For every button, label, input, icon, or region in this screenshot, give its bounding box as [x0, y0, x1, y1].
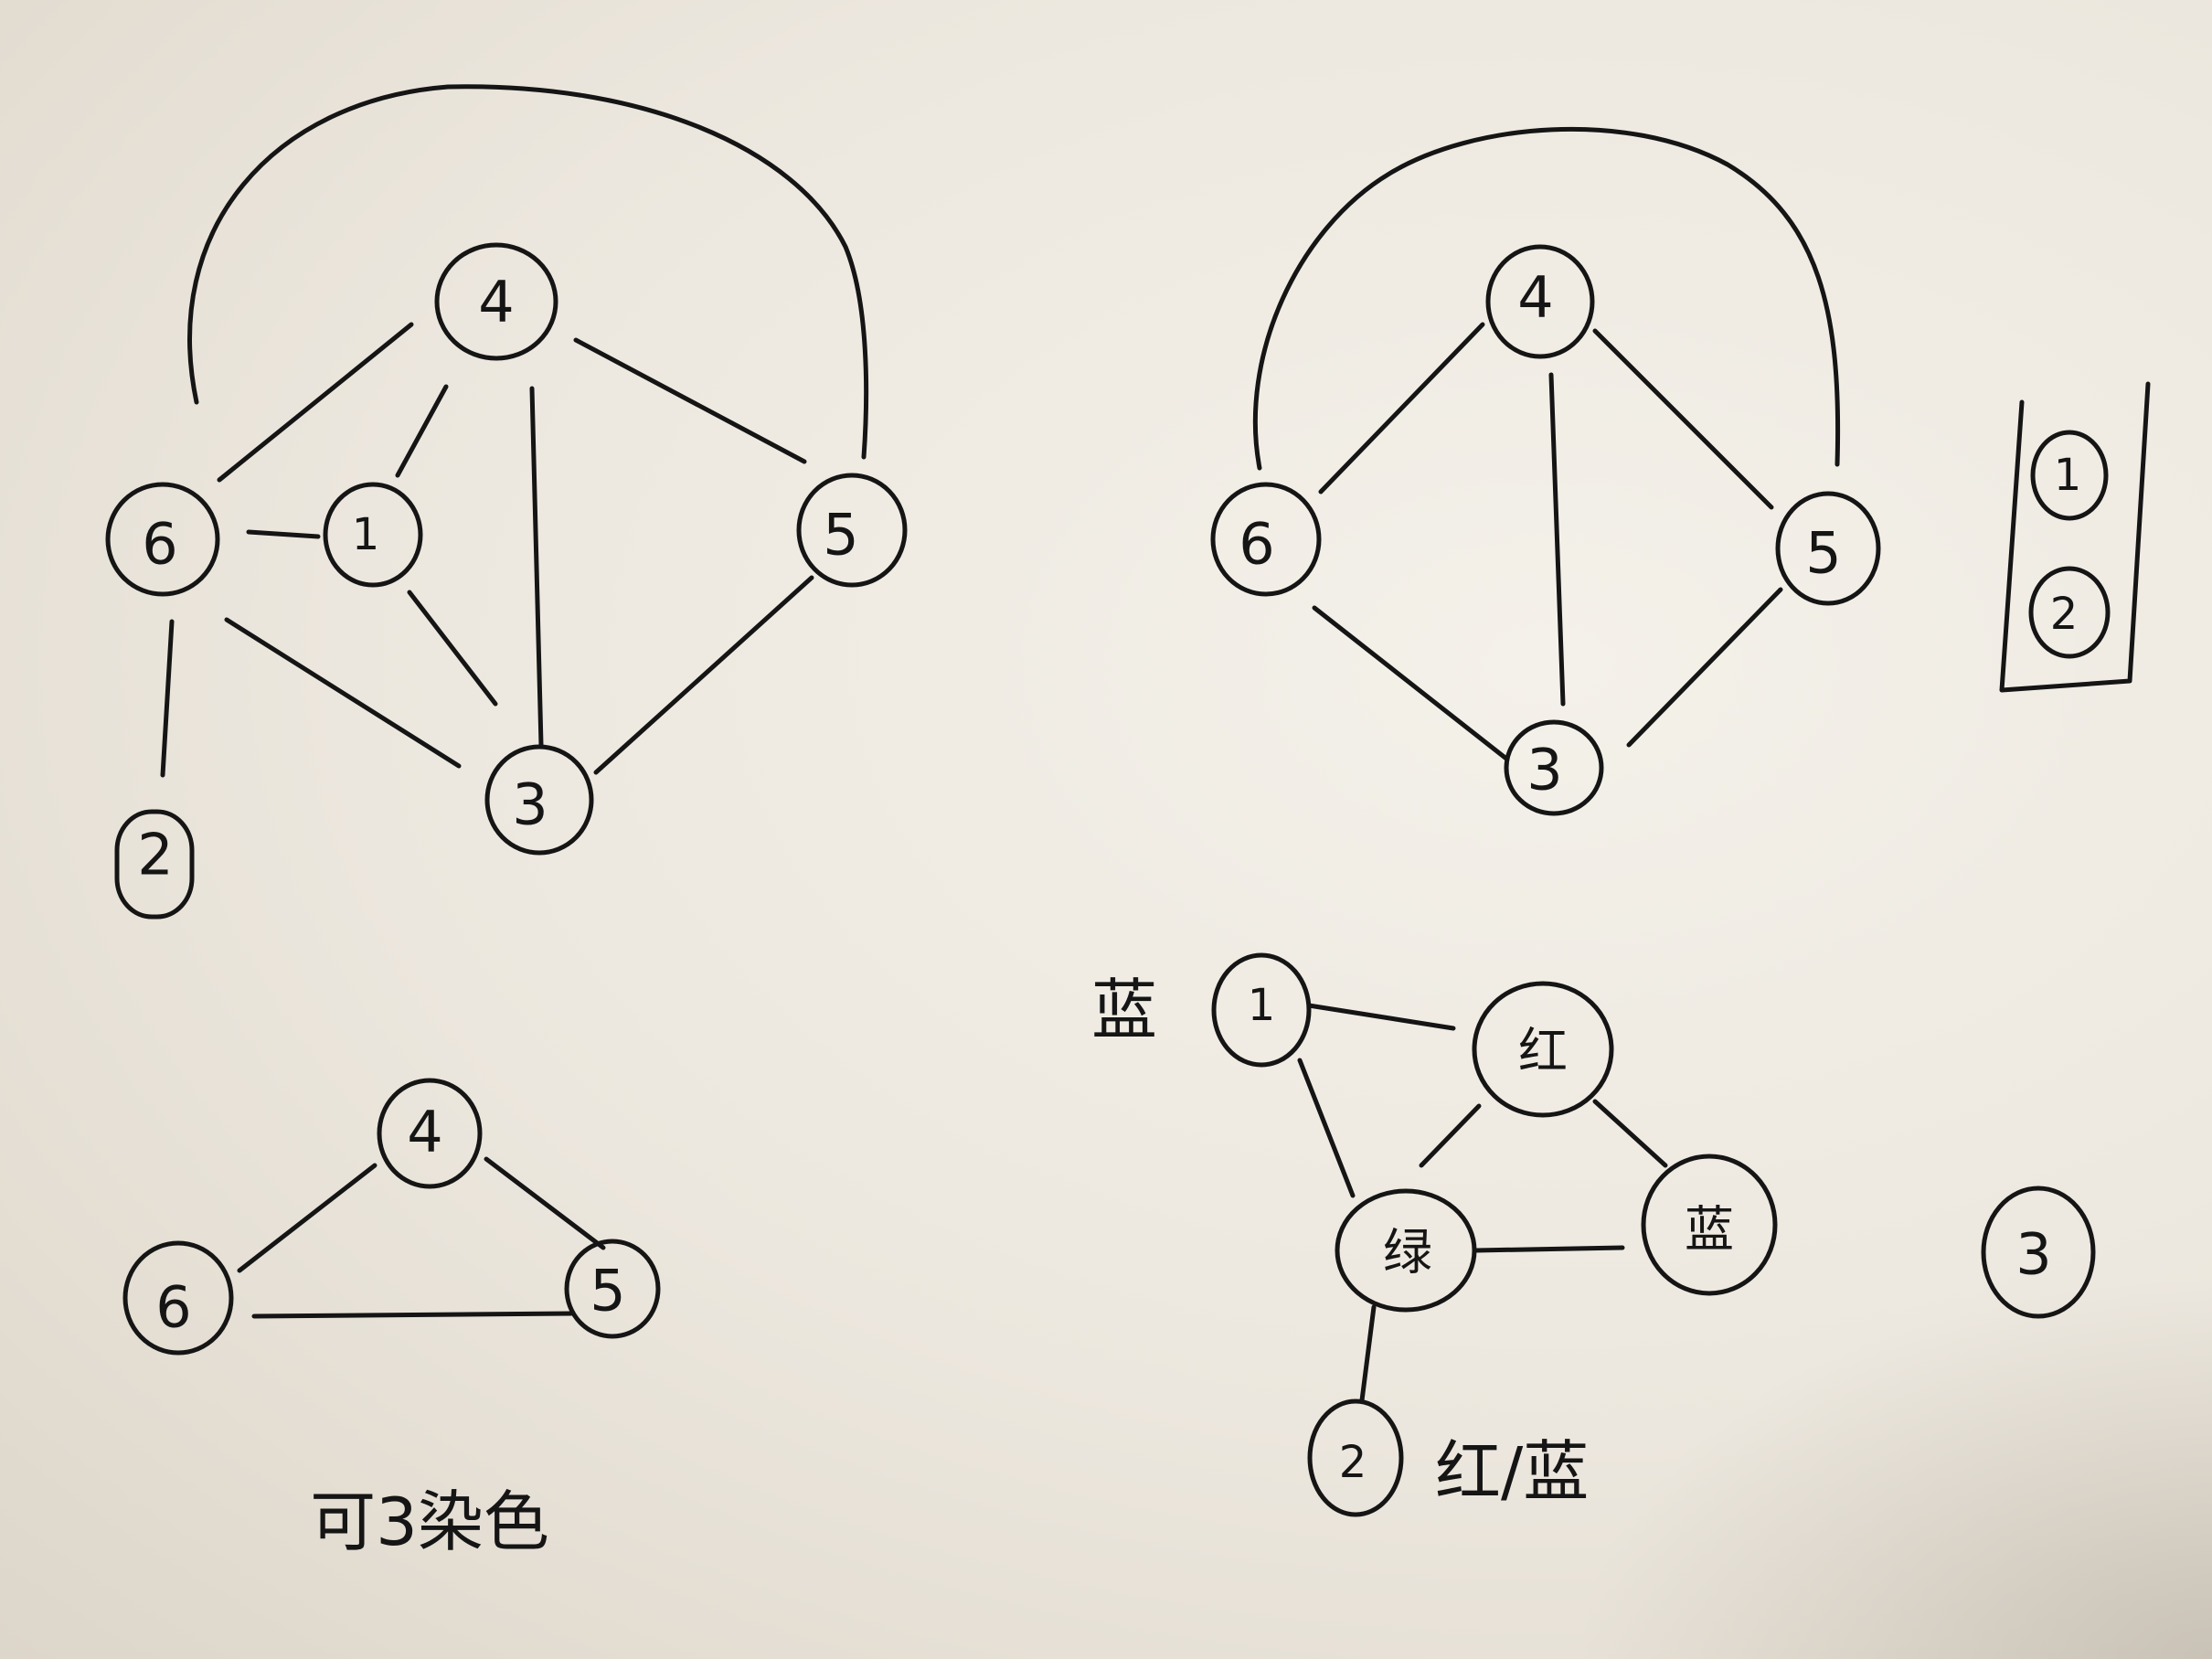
- edge-c-4-6: [237, 1163, 378, 1273]
- node-b-5: 5: [1775, 491, 1881, 606]
- edge-a-6-4: [217, 322, 414, 483]
- graph-d: 蓝 1 红 绿 蓝 2 红/蓝: [1091, 952, 2096, 1517]
- stack-container: [1999, 381, 2151, 693]
- node-a-6: 6: [105, 482, 220, 597]
- node-a-2: 2: [114, 809, 195, 920]
- edge-b-4-5: [1592, 328, 1774, 510]
- label-blue-top: 蓝: [1091, 972, 1157, 1048]
- node-d-green-label: 绿: [1383, 1224, 1432, 1281]
- node-a-3: 3: [484, 744, 594, 856]
- edge-c-4-5: [484, 1156, 606, 1250]
- node-a-5-label: 5: [823, 502, 858, 569]
- caption-3-colorable: 可3染色: [310, 1484, 549, 1560]
- graph-c: 4 6 5 可3染色: [122, 1078, 661, 1560]
- node-b-removed-2-label: 2: [2050, 589, 2079, 640]
- edge-a-6-5-arc: [187, 84, 869, 460]
- node-a-1-label: 1: [352, 509, 380, 560]
- removed-nodes-stack: 1 2: [1999, 381, 2151, 693]
- node-d-2: 2: [1307, 1398, 1404, 1517]
- edge-b-6-3: [1312, 605, 1509, 761]
- node-c-4: 4: [377, 1078, 483, 1189]
- node-d-blue-label: 蓝: [1685, 1201, 1734, 1259]
- edge-d-1-red: [1306, 1003, 1456, 1031]
- node-b-removed-2: 2: [2028, 566, 2111, 659]
- node-b-removed-1: 1: [2030, 430, 2109, 521]
- node-c-5: 5: [564, 1239, 661, 1339]
- edge-d-1-green: [1297, 1058, 1356, 1198]
- edge-a-5-3: [593, 575, 814, 775]
- edge-b-6-5-arc: [1252, 126, 1841, 471]
- edge-d-red-green: [1419, 1103, 1482, 1168]
- node-c-4-label: 4: [407, 1099, 442, 1165]
- node-a-6-label: 6: [142, 511, 177, 578]
- edge-c-6-5: [251, 1311, 574, 1319]
- edge-d-green-blue: [1473, 1245, 1625, 1253]
- node-a-4: 4: [434, 242, 558, 361]
- edge-a-4-5: [573, 337, 807, 464]
- edge-d-green-2: [1359, 1304, 1377, 1403]
- edge-b-5-3: [1626, 587, 1783, 748]
- node-d-red: 红: [1472, 981, 1614, 1118]
- node-a-3-label: 3: [512, 771, 548, 838]
- node-c-6: 6: [122, 1240, 234, 1356]
- node-d-red-label: 红: [1518, 1023, 1568, 1080]
- edge-b-6-4: [1318, 322, 1485, 495]
- node-b-6: 6: [1210, 482, 1322, 597]
- node-b-5-label: 5: [1805, 520, 1841, 587]
- edge-a-6-2: [160, 619, 175, 778]
- node-d-green: 绿: [1335, 1188, 1477, 1313]
- node-b-3-label: 3: [1526, 737, 1562, 803]
- node-a-2-label: 2: [137, 822, 173, 888]
- node-b-3: 3: [1504, 719, 1604, 816]
- edge-b-4-3: [1548, 372, 1566, 707]
- node-b-4-label: 4: [1517, 264, 1553, 331]
- edge-d-red-blue: [1592, 1099, 1668, 1168]
- node-d-isolated-3: 3: [1981, 1186, 2096, 1319]
- graph-a: 4 6 1 5 3 2: [105, 84, 908, 920]
- node-b-6-label: 6: [1239, 511, 1274, 578]
- label-red-or-blue: 红/蓝: [1435, 1433, 1589, 1510]
- node-d-2-label: 2: [1339, 1437, 1367, 1488]
- edge-a-4-3: [529, 386, 544, 748]
- edge-a-6-1: [246, 529, 321, 539]
- node-c-6-label: 6: [155, 1274, 191, 1341]
- node-b-4: 4: [1485, 244, 1595, 359]
- node-d-1: 1: [1211, 952, 1312, 1068]
- node-a-1: 1: [323, 482, 423, 588]
- node-a-4-label: 4: [478, 269, 514, 335]
- node-a-5: 5: [796, 473, 908, 588]
- node-d-1-label: 1: [1248, 980, 1276, 1031]
- edge-a-1-3: [407, 590, 498, 707]
- node-b-removed-1-label: 1: [2054, 450, 2082, 501]
- graph-b: 4 6 5 3 1 2: [1210, 126, 2151, 816]
- paper-shadow: [1572, 1275, 2212, 1659]
- node-c-5-label: 5: [590, 1258, 625, 1324]
- node-d-isolated-3-label: 3: [2015, 1221, 2051, 1288]
- node-d-blue: 蓝: [1641, 1154, 1778, 1296]
- edge-a-1-4: [395, 384, 449, 478]
- edge-a-6-3: [224, 617, 462, 769]
